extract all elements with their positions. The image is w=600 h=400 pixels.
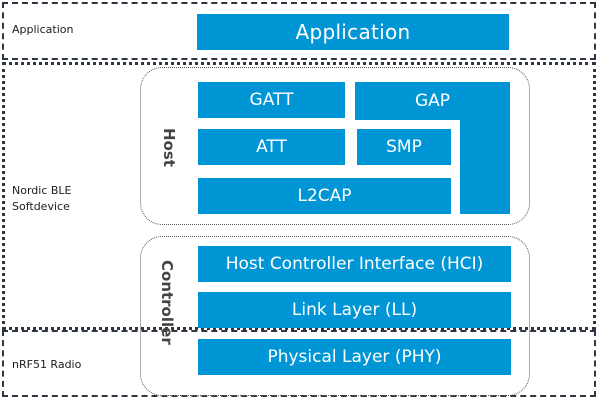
softdevice-label-line1: Nordic BLE — [12, 184, 72, 197]
gap-block-extension — [460, 118, 510, 214]
link-layer-block: Link Layer (LL) — [198, 292, 511, 328]
radio-region — [2, 330, 596, 397]
gap-block: GAP — [355, 82, 510, 120]
application-region — [2, 2, 596, 60]
softdevice-region-label: Nordic BLE Softdevice — [12, 183, 72, 215]
att-block: ATT — [198, 129, 345, 165]
host-label: Host — [160, 128, 178, 167]
gatt-block: GATT — [198, 82, 345, 118]
host-group — [140, 67, 530, 225]
softdevice-region — [2, 62, 596, 330]
softdevice-label-line2: Softdevice — [12, 200, 70, 213]
controller-label: Controller — [158, 260, 176, 345]
application-region-label: Application — [12, 23, 74, 36]
smp-block: SMP — [357, 129, 451, 165]
hci-block: Host Controller Interface (HCI) — [198, 246, 511, 282]
controller-group — [140, 236, 530, 396]
application-block: Application — [197, 14, 509, 50]
radio-region-label: nRF51 Radio — [12, 358, 82, 371]
l2cap-block: L2CAP — [198, 178, 451, 214]
physical-layer-block: Physical Layer (PHY) — [198, 339, 511, 375]
